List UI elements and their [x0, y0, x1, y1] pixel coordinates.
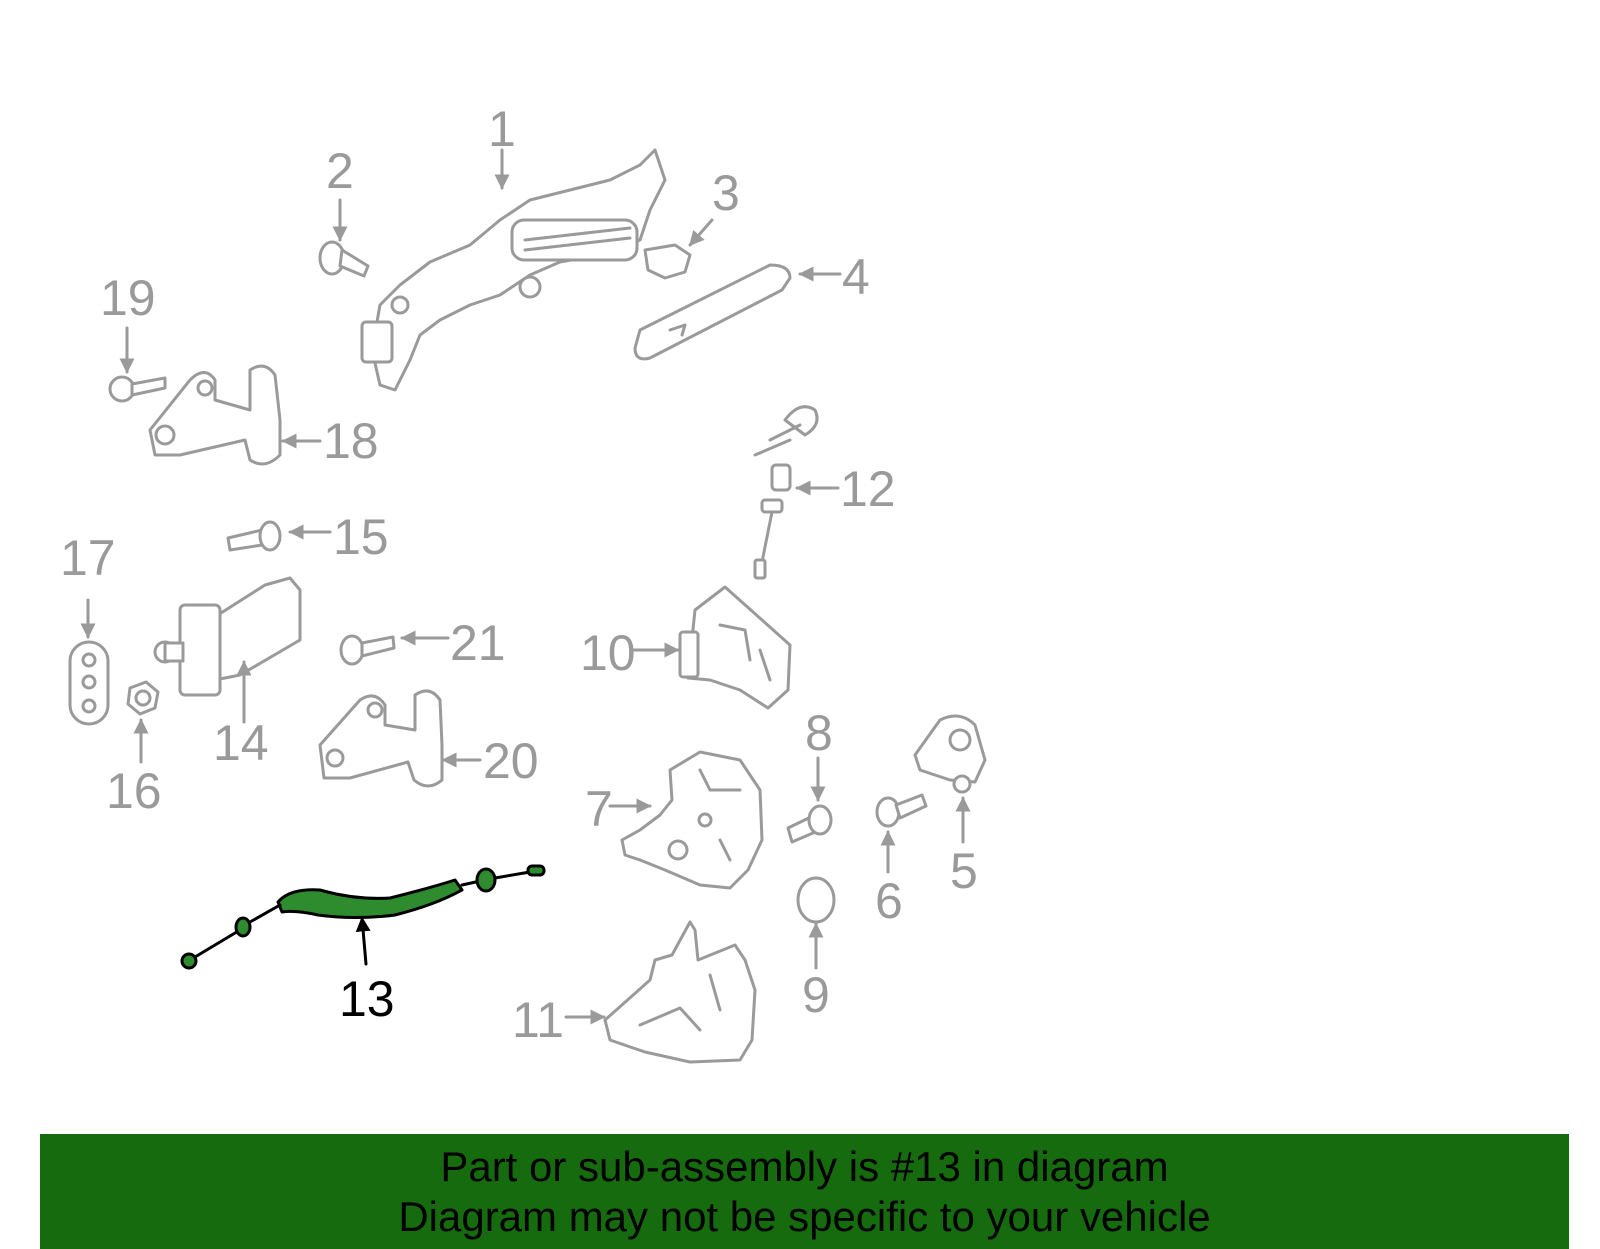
label-18: 18 — [323, 413, 379, 469]
part-15-bolt[interactable] — [226, 520, 282, 552]
label-16: 16 — [106, 763, 162, 819]
part-19-bolt[interactable] — [108, 375, 167, 403]
label-10: 10 — [580, 625, 636, 681]
label-5: 5 — [950, 843, 978, 899]
label-20: 20 — [483, 733, 539, 789]
part-5-striker[interactable] — [913, 714, 987, 794]
info-banner: Part or sub-assembly is #13 in diagram D… — [40, 1134, 1569, 1249]
part-3-cap[interactable] — [643, 243, 692, 280]
part-9-o-ring[interactable] — [796, 876, 836, 924]
part-8-bolt[interactable] — [786, 804, 833, 844]
part-10-cover[interactable] — [678, 585, 792, 710]
banner-line-1: Part or sub-assembly is #13 in diagram — [440, 1143, 1169, 1190]
label-12: 12 — [840, 461, 896, 517]
label-6: 6 — [875, 873, 903, 929]
part-2-bolt[interactable] — [318, 240, 370, 278]
label-13: 13 — [339, 971, 395, 1027]
part-21-bolt[interactable] — [339, 634, 396, 666]
part-12-lock-rod[interactable] — [753, 405, 819, 580]
part-4-handle-cover[interactable] — [633, 263, 792, 361]
label-17: 17 — [60, 530, 116, 586]
label-19: 19 — [100, 270, 156, 326]
part-7-door-latch[interactable] — [620, 750, 764, 890]
label-4: 4 — [842, 249, 870, 305]
label-3: 3 — [712, 165, 740, 221]
part-14-door-check[interactable] — [153, 576, 302, 697]
part-16-nut[interactable] — [126, 680, 160, 716]
part-13-cable[interactable] — [180, 864, 546, 970]
part-17-bumper[interactable] — [68, 640, 110, 726]
label-2: 2 — [326, 143, 354, 199]
banner-line-2: Diagram may not be specific to your vehi… — [398, 1193, 1211, 1240]
part-20-hinge[interactable] — [318, 689, 444, 788]
label-7: 7 — [585, 781, 613, 837]
part-11-latch-cover[interactable] — [603, 920, 757, 1064]
part-18-hinge[interactable] — [148, 364, 282, 466]
label-14: 14 — [213, 715, 269, 771]
label-21: 21 — [450, 615, 506, 671]
arrow-3 — [688, 218, 714, 247]
part-1-door-handle[interactable] — [360, 148, 667, 392]
arrow-13 — [355, 916, 371, 966]
label-8: 8 — [805, 705, 833, 761]
label-11: 11 — [512, 992, 564, 1048]
label-9: 9 — [802, 967, 830, 1023]
part-6-bolt[interactable] — [875, 793, 928, 828]
label-15: 15 — [333, 509, 389, 565]
label-1: 1 — [488, 101, 516, 157]
